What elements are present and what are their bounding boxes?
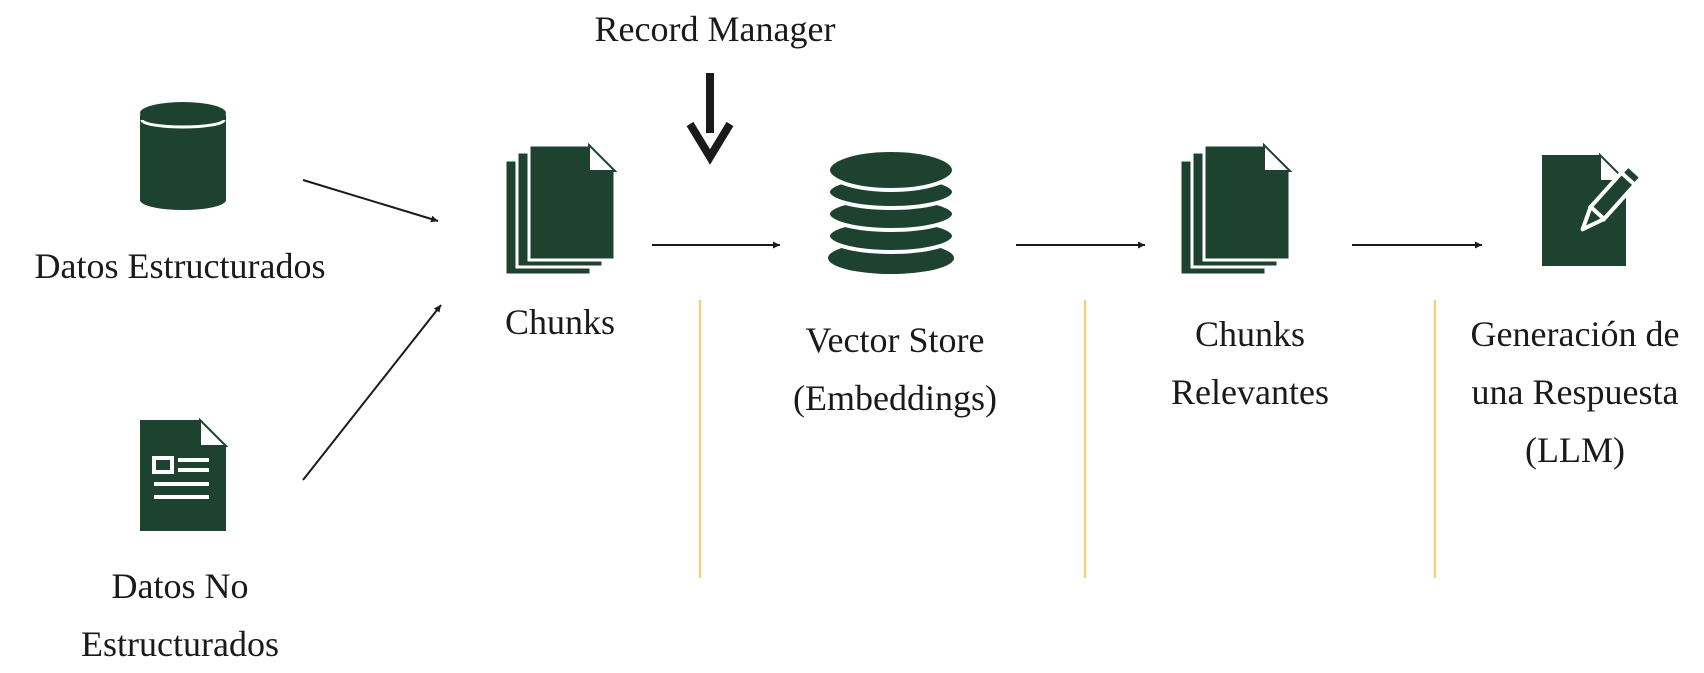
stacked-documents-icon — [1178, 142, 1293, 277]
record-manager-label: Record Manager — [594, 9, 836, 49]
generation-label: Generación de una Respuesta (LLM) — [1470, 314, 1680, 470]
stacked-documents-icon — [503, 142, 618, 277]
chunks-label: Chunks — [504, 302, 616, 342]
relevant-chunks-label: Chunks Relevantes — [1171, 314, 1329, 412]
down-arrow-icon — [686, 73, 734, 165]
structured-data-label: Datos Estructurados — [34, 246, 326, 286]
vector-store-label: Vector Store (Embeddings) — [793, 320, 997, 418]
database-stack-icon — [826, 148, 956, 274]
database-cylinder-icon — [140, 102, 226, 210]
arrow-unstructured-to-chunks — [302, 304, 442, 481]
arrow-structured-to-chunks — [302, 179, 439, 223]
unstructured-data-label: Datos No Estructurados — [81, 566, 279, 664]
document-form-icon — [140, 417, 229, 531]
document-pencil-icon — [1542, 152, 1645, 266]
